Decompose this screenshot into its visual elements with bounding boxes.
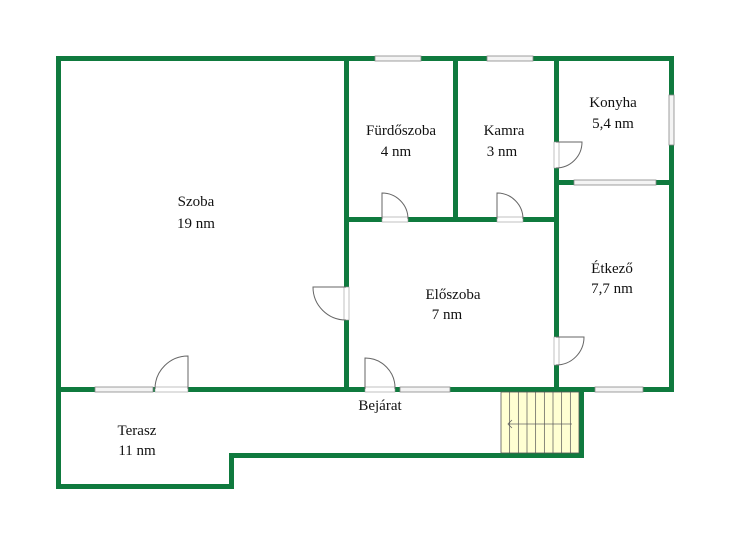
room-area-terasz: 11 nm [118,443,156,459]
room-area-konyha: 5,4 nm [592,116,634,132]
door-etkezo [555,336,585,366]
window [486,55,534,62]
entrance-label: Bejárat [358,398,402,414]
windows [94,55,675,393]
door-terasz [154,355,189,390]
window [399,386,451,393]
room-name-etkezo: Étkező [591,260,633,277]
room-area-furdoszoba: 4 nm [381,144,412,160]
window [668,94,675,146]
room-labels: Szoba 19 nm Fürdőszoba 4 nm Kamra 3 nm K… [118,95,638,459]
room-name-szoba: Szoba [178,194,215,210]
room-name-eloszoba: Előszoba [426,287,481,303]
room-area-szoba: 19 nm [177,216,215,232]
window [594,386,644,393]
doors [154,141,585,393]
room-name-furdoszoba: Fürdőszoba [366,123,436,139]
room-area-kamra: 3 nm [487,144,518,160]
door-furdoszoba [381,192,409,220]
window [374,55,422,62]
room-name-terasz: Terasz [118,423,157,439]
window [94,386,154,393]
room-name-konyha: Konyha [589,95,637,111]
room-name-kamra: Kamra [484,123,525,139]
door-konyha [555,141,583,169]
stairs [500,391,580,454]
door-szoba [312,286,347,321]
room-area-eloszoba: 7 nm [432,307,463,323]
door-kamra [496,192,524,220]
door-bejarat [364,357,396,390]
opening [573,179,657,186]
room-area-etkezo: 7,7 nm [591,281,633,297]
